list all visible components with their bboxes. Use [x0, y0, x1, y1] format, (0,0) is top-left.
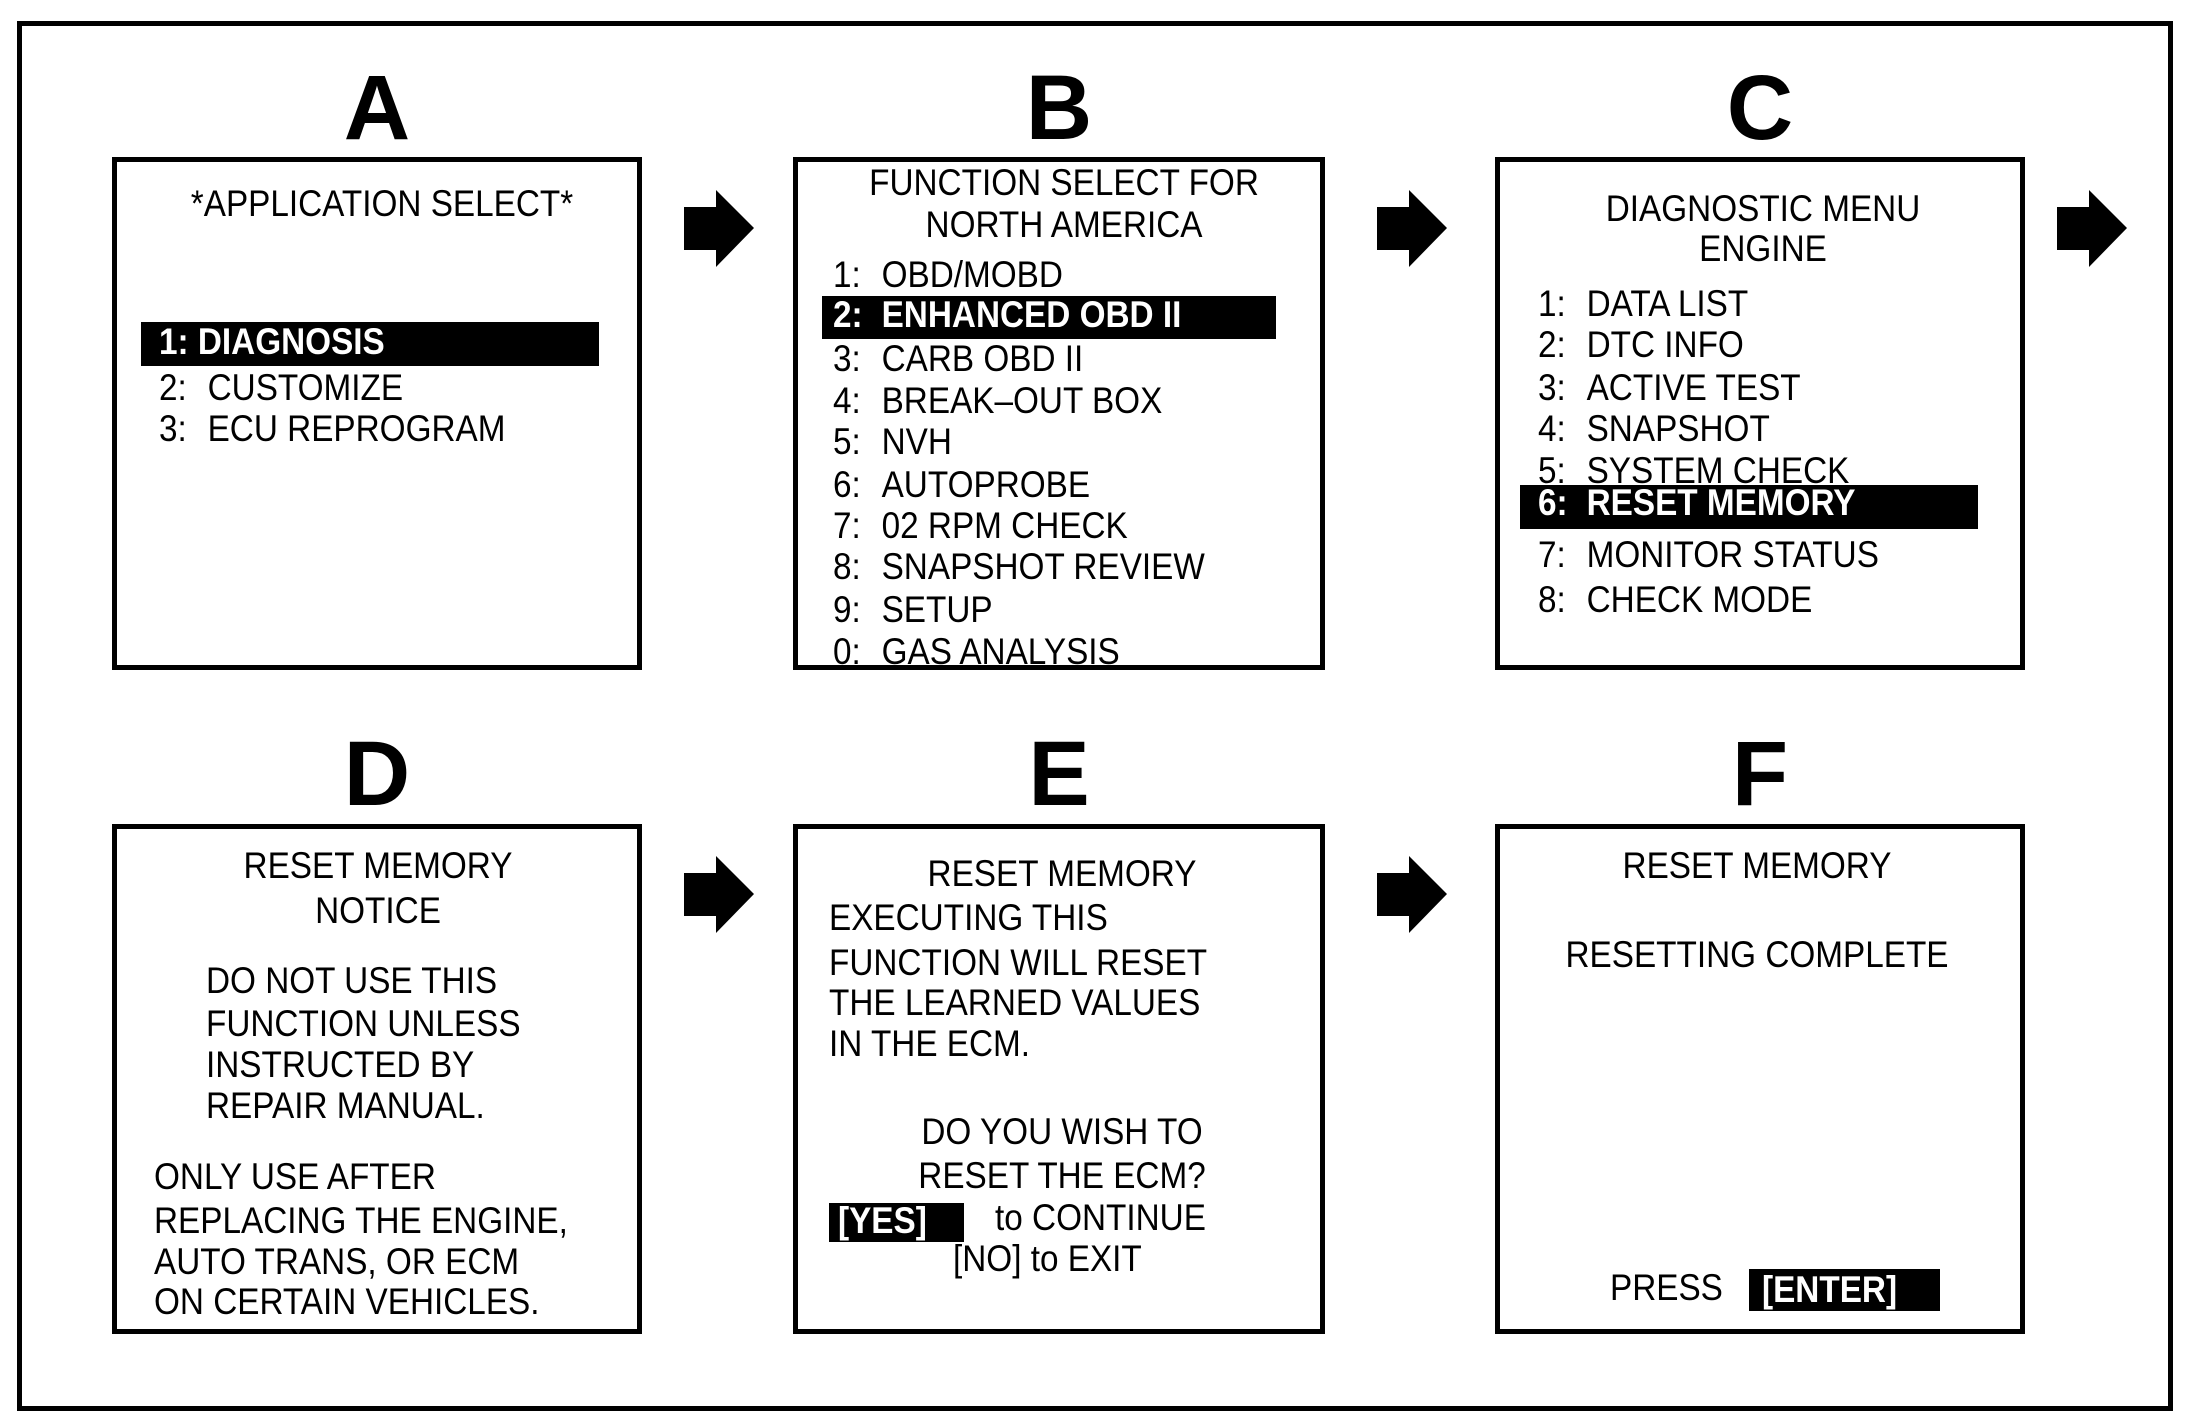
step-label-a: A — [343, 57, 411, 159]
screen-diagnostic-menu: DIAGNOSTIC MENU ENGINE 1:DATA LIST 2:DTC… — [1495, 157, 2025, 670]
yes-key-highlight — [829, 1203, 964, 1242]
question-text: DO YOU WISH TO — [921, 1111, 1203, 1152]
menu-item-carb-obd-ii[interactable]: 3:CARB OBD II — [833, 338, 1084, 379]
arrow-right-icon — [684, 190, 754, 267]
body-text: EXECUTING THIS — [829, 897, 1108, 938]
note-text: ONLY USE AFTER — [154, 1156, 436, 1197]
enter-key-highlight — [1749, 1269, 1940, 1311]
warning-text: INSTRUCTED BY — [206, 1044, 475, 1085]
menu-item-ecu-reprogram[interactable]: 3:ECU REPROGRAM — [159, 408, 506, 449]
screen-title-line2: NORTH AMERICA — [925, 204, 1203, 245]
menu-item-break-out-box[interactable]: 4:BREAK–OUT BOX — [833, 380, 1163, 421]
screen-title-line1: RESET MEMORY — [243, 845, 513, 886]
selection-highlight — [141, 322, 599, 366]
note-text: REPLACING THE ENGINE, — [154, 1200, 568, 1241]
screen-reset-memory-notice: RESET MEMORY NOTICE DO NOT USE THIS FUNC… — [112, 824, 642, 1334]
menu-item-o2-rpm-check[interactable]: 7:02 RPM CHECK — [833, 505, 1128, 546]
screen-function-select: FUNCTION SELECT FOR NORTH AMERICA 1:OBD/… — [793, 157, 1325, 670]
arrow-right-icon — [1377, 190, 1447, 267]
menu-item-customize[interactable]: 2:CUSTOMIZE — [159, 367, 404, 408]
question-text: RESET THE ECM? — [918, 1155, 1206, 1196]
step-label-f: F — [1731, 723, 1789, 825]
screen-title: *APPLICATION SELECT* — [190, 183, 574, 224]
menu-item-diagnosis[interactable]: 1: DIAGNOSIS — [159, 321, 385, 362]
note-text: AUTO TRANS, OR ECM — [154, 1241, 520, 1282]
status-text: RESETTING COMPLETE — [1565, 934, 1949, 975]
menu-item-enhanced-obd-ii[interactable]: 2:ENHANCED OBD II — [833, 294, 1182, 335]
arrow-right-icon — [684, 856, 754, 933]
step-label-c: C — [1726, 57, 1794, 159]
screen-title: RESET MEMORY — [927, 853, 1197, 894]
screen-title-line1: FUNCTION SELECT FOR — [869, 162, 1259, 203]
no-instruction[interactable]: [NO] to EXIT — [953, 1238, 1142, 1279]
menu-item-reset-memory[interactable]: 6:RESET MEMORY — [1538, 482, 1856, 523]
screen-resetting-complete: RESET MEMORY RESETTING COMPLETE PRESS [E… — [1495, 824, 2025, 1334]
menu-item-system-check[interactable]: 5:SYSTEM CHECK — [1538, 450, 1850, 491]
menu-item-gas-analysis[interactable]: 0:GAS ANALYSIS — [833, 631, 1120, 670]
screen-reset-memory-confirm: RESET MEMORY EXECUTING THIS FUNCTION WIL… — [793, 824, 1325, 1334]
yes-instruction: to CONTINUE — [995, 1197, 1206, 1238]
menu-item-dtc-info[interactable]: 2:DTC INFO — [1538, 324, 1744, 365]
menu-item-autoprobe[interactable]: 6:AUTOPROBE — [833, 464, 1091, 505]
menu-item-nvh[interactable]: 5:NVH — [833, 421, 952, 462]
body-text: FUNCTION WILL RESET — [829, 942, 1208, 983]
warning-text: DO NOT USE THIS — [206, 960, 498, 1001]
screen-title-line2: NOTICE — [315, 890, 441, 931]
menu-item-snapshot[interactable]: 4:SNAPSHOT — [1538, 408, 1770, 449]
selection-highlight — [1520, 485, 1978, 529]
arrow-right-icon — [2057, 190, 2127, 267]
press-label: PRESS — [1610, 1267, 1723, 1308]
yes-key[interactable]: [YES] — [838, 1200, 927, 1241]
menu-item-monitor-status[interactable]: 7:MONITOR STATUS — [1538, 534, 1879, 575]
screen-application-select: *APPLICATION SELECT* 1: DIAGNOSIS 2:CUST… — [112, 157, 642, 670]
screen-title: RESET MEMORY — [1622, 845, 1892, 886]
selection-highlight — [822, 296, 1276, 339]
note-text: ON CERTAIN VEHICLES. — [154, 1281, 540, 1322]
menu-item-snapshot-review[interactable]: 8:SNAPSHOT REVIEW — [833, 546, 1205, 587]
menu-item-setup[interactable]: 9:SETUP — [833, 589, 993, 630]
warning-text: REPAIR MANUAL. — [206, 1085, 485, 1126]
screen-title-line2: ENGINE — [1699, 228, 1827, 269]
step-label-d: D — [343, 723, 411, 825]
body-text: IN THE ECM. — [829, 1023, 1031, 1064]
menu-item-data-list[interactable]: 1:DATA LIST — [1538, 283, 1749, 324]
screen-title-line1: DIAGNOSTIC MENU — [1605, 188, 1921, 229]
menu-item-obd-mobd[interactable]: 1:OBD/MOBD — [833, 254, 1063, 295]
warning-text: FUNCTION UNLESS — [206, 1003, 521, 1044]
step-label-b: B — [1025, 57, 1093, 159]
diagram-frame — [17, 21, 2173, 1411]
menu-item-active-test[interactable]: 3:ACTIVE TEST — [1538, 367, 1801, 408]
enter-key[interactable]: [ENTER] — [1762, 1269, 1898, 1310]
arrow-right-icon — [1377, 856, 1447, 933]
body-text: THE LEARNED VALUES — [829, 982, 1201, 1023]
step-label-e: E — [1028, 723, 1090, 825]
menu-item-check-mode[interactable]: 8:CHECK MODE — [1538, 579, 1813, 620]
